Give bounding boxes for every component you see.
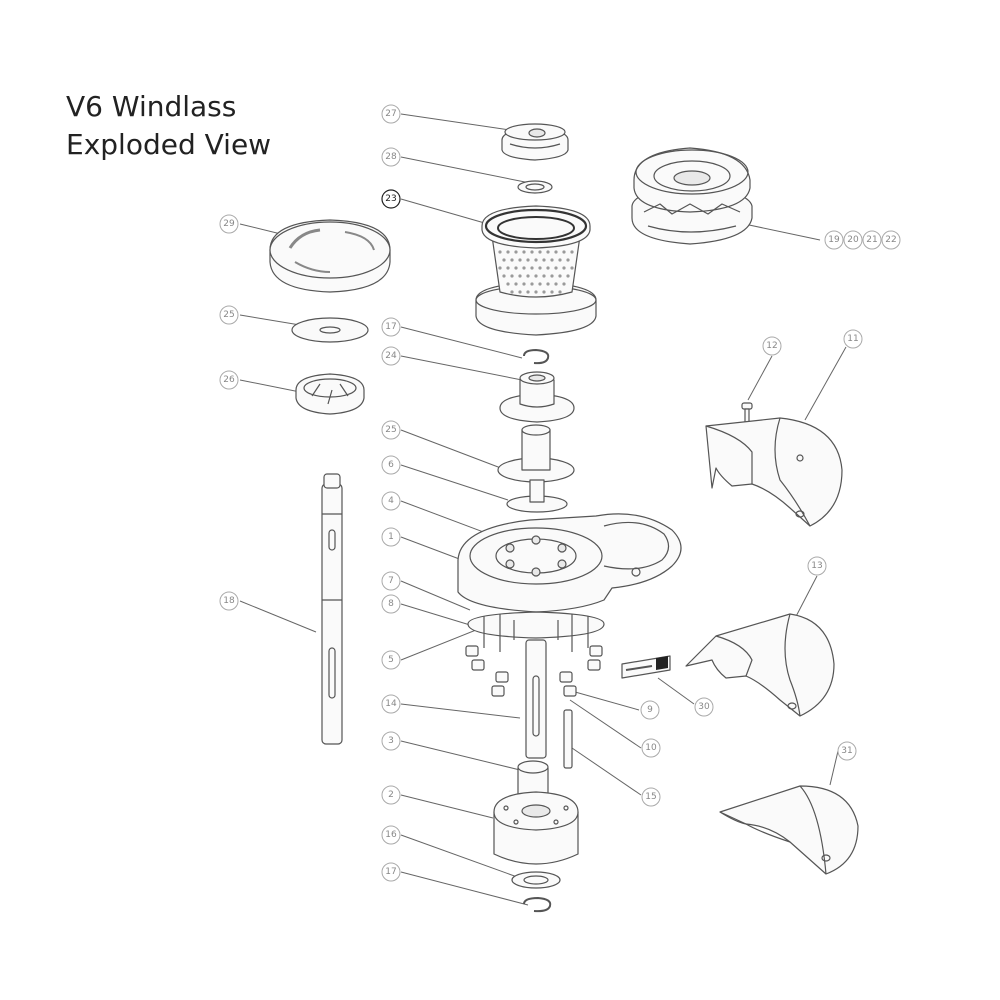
callout-21: 21 xyxy=(862,230,882,250)
svg-text:11: 11 xyxy=(847,334,858,344)
part-shaft-washer xyxy=(506,479,568,513)
part-deck-cap xyxy=(501,123,569,161)
callout-25-upper: 25 xyxy=(219,305,239,325)
svg-text:2: 2 xyxy=(388,790,394,800)
svg-text:25: 25 xyxy=(385,425,396,435)
callout-22: 22 xyxy=(881,230,901,250)
part-lower-washer xyxy=(511,871,561,889)
part-top-cover xyxy=(269,219,391,293)
svg-text:3: 3 xyxy=(388,736,394,746)
callout-28: 28 xyxy=(381,147,401,167)
part-screw xyxy=(741,402,753,428)
part-side-cover xyxy=(685,613,835,717)
callout-24: 24 xyxy=(381,346,401,366)
svg-text:31: 31 xyxy=(841,746,852,756)
callout-12: 12 xyxy=(762,336,782,356)
callout-11: 11 xyxy=(843,329,863,349)
part-chain-pipe-cover xyxy=(705,417,843,527)
svg-text:26: 26 xyxy=(223,375,235,385)
svg-text:22: 22 xyxy=(885,235,896,245)
svg-text:30: 30 xyxy=(698,702,710,712)
callout-17-upper: 17 xyxy=(381,317,401,337)
callout-20: 20 xyxy=(843,230,863,250)
svg-text:14: 14 xyxy=(385,699,397,709)
part-motor xyxy=(493,791,579,865)
part-badge xyxy=(621,655,671,679)
svg-text:17: 17 xyxy=(385,867,396,877)
part-circlip-upper xyxy=(523,349,550,365)
part-key xyxy=(563,709,573,769)
part-small-washer xyxy=(517,180,553,194)
svg-text:17: 17 xyxy=(385,322,396,332)
svg-text:7: 7 xyxy=(388,576,394,586)
svg-text:6: 6 xyxy=(388,460,394,470)
part-gasket-studs xyxy=(467,611,605,652)
callout-1: 1 xyxy=(381,527,401,547)
part-guide-ring xyxy=(295,373,365,415)
svg-text:24: 24 xyxy=(385,351,397,361)
svg-text:15: 15 xyxy=(645,792,656,802)
svg-text:1: 1 xyxy=(388,532,394,542)
callout-23: 23 xyxy=(381,189,401,209)
part-drum xyxy=(475,205,597,336)
part-motor-shaft xyxy=(525,639,547,759)
svg-text:23: 23 xyxy=(385,194,396,204)
diagram-title: V6 Windlass Exploded View xyxy=(66,88,271,164)
callout-7: 7 xyxy=(381,571,401,591)
callout-15: 15 xyxy=(641,787,661,807)
callout-6: 6 xyxy=(381,455,401,475)
svg-text:10: 10 xyxy=(645,743,657,753)
callout-30: 30 xyxy=(694,697,714,717)
callout-2: 2 xyxy=(381,785,401,805)
callout-19: 19 xyxy=(824,230,844,250)
svg-text:25: 25 xyxy=(223,310,234,320)
callout-5: 5 xyxy=(381,650,401,670)
part-main-housing xyxy=(457,513,682,613)
part-deck-cover xyxy=(719,785,859,875)
drum-texture xyxy=(498,250,574,294)
part-drive-shaft xyxy=(321,473,343,745)
title-line-1: V6 Windlass xyxy=(66,90,237,123)
callout-29: 29 xyxy=(219,214,239,234)
callout-10: 10 xyxy=(641,738,661,758)
callout-17-lower: 17 xyxy=(381,862,401,882)
part-chain-wheel xyxy=(631,147,753,245)
part-flat-washer xyxy=(291,317,369,343)
callout-16: 16 xyxy=(381,825,401,845)
svg-text:19: 19 xyxy=(828,235,840,245)
callout-14: 14 xyxy=(381,694,401,714)
callout-27: 27 xyxy=(381,104,401,124)
part-mid-washer xyxy=(497,424,575,483)
svg-text:20: 20 xyxy=(847,235,859,245)
svg-text:4: 4 xyxy=(388,496,394,506)
svg-text:9: 9 xyxy=(647,705,653,715)
callout-9: 9 xyxy=(640,700,660,720)
svg-text:16: 16 xyxy=(385,830,397,840)
svg-text:18: 18 xyxy=(223,596,235,606)
svg-text:8: 8 xyxy=(388,599,394,609)
svg-text:5: 5 xyxy=(388,655,394,665)
part-stripper xyxy=(499,371,575,423)
part-circlip-lower xyxy=(523,897,552,913)
leader-lines xyxy=(239,113,847,906)
callout-31: 31 xyxy=(837,741,857,761)
svg-text:12: 12 xyxy=(766,341,777,351)
part-nuts xyxy=(465,645,603,697)
callout-8: 8 xyxy=(381,594,401,614)
callout-13: 13 xyxy=(807,556,827,576)
callout-26: 26 xyxy=(219,370,239,390)
svg-text:13: 13 xyxy=(811,561,822,571)
svg-text:27: 27 xyxy=(385,109,396,119)
callout-25-lower: 25 xyxy=(381,420,401,440)
title-line-2: Exploded View xyxy=(66,128,272,161)
callout-18: 18 xyxy=(219,591,239,611)
callout-4: 4 xyxy=(381,491,401,511)
svg-text:21: 21 xyxy=(866,235,877,245)
callout-3: 3 xyxy=(381,731,401,751)
svg-text:29: 29 xyxy=(223,219,235,229)
svg-text:28: 28 xyxy=(385,152,397,162)
